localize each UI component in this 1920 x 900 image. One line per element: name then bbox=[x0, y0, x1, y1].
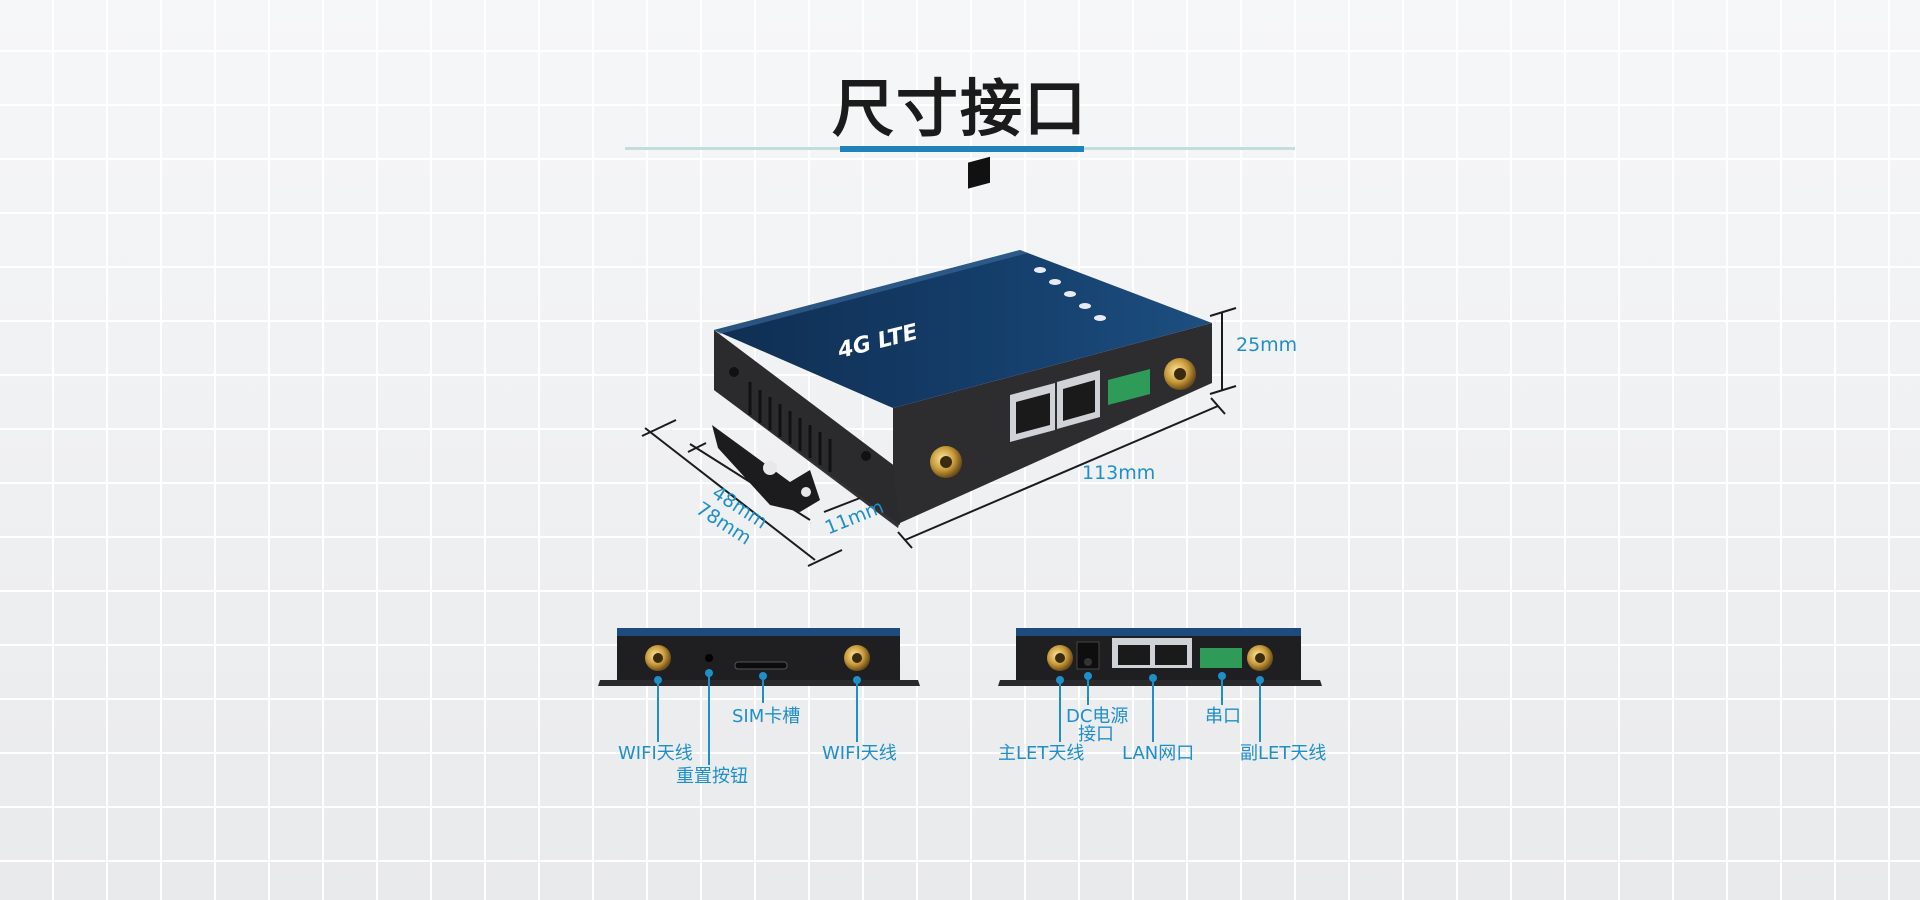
label-dc-power-line2: 接口 bbox=[1078, 724, 1114, 745]
label-wifi-antenna-right: WIFI天线 bbox=[822, 743, 897, 764]
label-sim-slot: SIM卡槽 bbox=[732, 706, 801, 727]
title-underline-accent bbox=[840, 146, 1084, 152]
label-dc-power: DC电源 bbox=[1066, 706, 1129, 727]
dc-port bbox=[968, 156, 990, 189]
sma-connector-sub bbox=[1164, 358, 1196, 390]
dimension-lines bbox=[641, 307, 1237, 567]
page-title: 尺寸接口 bbox=[831, 72, 1088, 145]
dim-length-label: 113mm bbox=[1082, 462, 1156, 484]
label-lan-port: LAN网口 bbox=[1122, 743, 1195, 764]
front-panel-view bbox=[998, 628, 1322, 686]
label-main-lte-antenna: 主LET天线 bbox=[998, 743, 1085, 764]
label-reset-button: 重置按钮 bbox=[676, 766, 748, 787]
label-sub-lte-antenna: 副LET天线 bbox=[1240, 743, 1327, 764]
label-serial-port: 串口 bbox=[1205, 706, 1241, 727]
sma-connector-main bbox=[930, 446, 962, 478]
dim-height-label: 25mm bbox=[1236, 334, 1298, 356]
side-panel-view bbox=[598, 628, 920, 686]
lan-ports bbox=[1010, 370, 1100, 442]
router-isometric: 4G LTE bbox=[712, 156, 1212, 528]
serial-terminal bbox=[1108, 369, 1150, 405]
label-wifi-antenna-left: WIFI天线 bbox=[618, 743, 693, 764]
